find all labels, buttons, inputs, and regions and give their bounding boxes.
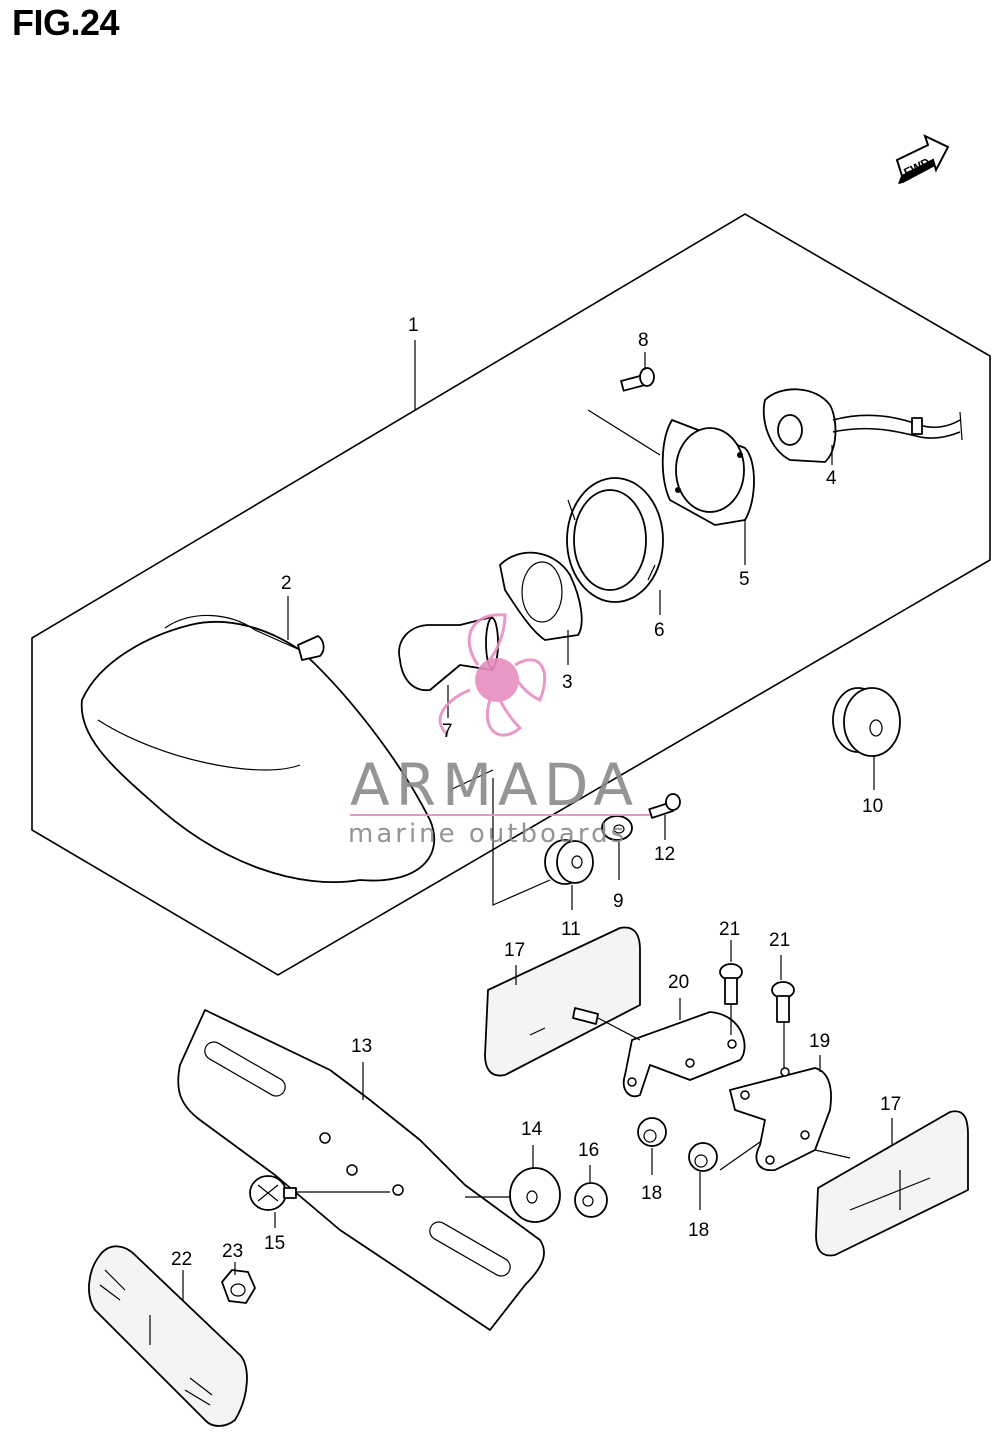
hex-nut — [221, 1269, 256, 1304]
label-part-18-left: 18 — [641, 1183, 662, 1204]
label-part-9: 9 — [613, 891, 624, 912]
license-plate-bracket — [177, 1009, 545, 1331]
label-part-6: 6 — [654, 620, 665, 641]
label-part-13: 13 — [351, 1036, 372, 1057]
label-part-18-right: 18 — [688, 1220, 709, 1241]
figure-title: FIG.24 — [12, 2, 120, 43]
label-part-21-left: 21 — [719, 919, 740, 940]
screw — [620, 367, 655, 392]
part-number-labels: 1 2 3 4 5 6 7 8 9 10 11 12 13 14 15 16 1… — [171, 315, 901, 1270]
label-part-19: 19 — [809, 1031, 830, 1052]
label-part-17-upper: 17 — [504, 940, 525, 961]
cap-nut — [574, 1182, 608, 1218]
bracket-right — [729, 1067, 832, 1172]
tail-lamp-lens — [80, 614, 436, 883]
label-part-11: 11 — [561, 919, 581, 940]
label-part-7: 7 — [442, 721, 453, 742]
label-part-22: 22 — [171, 1249, 192, 1270]
side-reflector-upper — [484, 926, 641, 1077]
rear-reflector — [88, 1245, 248, 1427]
phillips-screw — [249, 1175, 297, 1211]
label-part-14: 14 — [521, 1119, 543, 1140]
label-part-8: 8 — [638, 330, 649, 351]
label-part-20: 20 — [668, 972, 689, 993]
bezel-ring — [566, 477, 664, 603]
watermark-tagline: marine outboards — [348, 819, 627, 849]
armada-watermark: ARMADA marine outboards — [348, 613, 650, 849]
label-part-5: 5 — [739, 569, 750, 590]
fwd-arrow-icon: FWD — [895, 134, 950, 184]
flange-nuts — [637, 1117, 718, 1172]
side-reflector-lower — [815, 1110, 969, 1257]
label-part-4: 4 — [826, 468, 837, 489]
label-part-10: 10 — [862, 796, 883, 817]
label-part-2: 2 — [281, 573, 292, 594]
label-part-15: 15 — [264, 1233, 285, 1254]
label-part-21-right: 21 — [769, 930, 790, 951]
label-part-16: 16 — [578, 1140, 599, 1161]
assembly-outline — [31, 213, 991, 976]
label-part-3: 3 — [562, 672, 573, 693]
label-part-1: 1 — [408, 315, 419, 336]
grommet — [832, 687, 901, 757]
watermark-brand: ARMADA — [350, 751, 639, 819]
round-grommet — [509, 1167, 561, 1223]
leader-lines — [182, 340, 893, 1300]
bolt — [648, 793, 681, 819]
label-part-23: 23 — [222, 1241, 243, 1262]
bulb-socket — [762, 388, 963, 463]
reflector-ring — [499, 551, 583, 641]
label-part-12: 12 — [654, 844, 675, 865]
screw-pair — [719, 963, 795, 1023]
bracket-left — [622, 1011, 746, 1098]
cushion — [544, 839, 594, 885]
gasket-plate — [661, 419, 755, 526]
propeller-logo-icon — [438, 613, 547, 737]
label-part-17-lower: 17 — [880, 1094, 901, 1115]
